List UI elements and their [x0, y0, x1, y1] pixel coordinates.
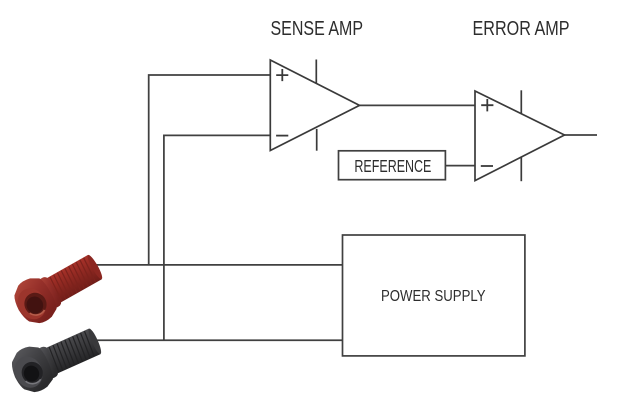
svg-text:SENSE AMP: SENSE AMP [271, 18, 364, 40]
svg-text:ERROR AMP: ERROR AMP [473, 18, 570, 40]
svg-text:REFERENCE: REFERENCE [354, 156, 431, 176]
svg-text:POWER SUPPLY: POWER SUPPLY [381, 288, 486, 305]
